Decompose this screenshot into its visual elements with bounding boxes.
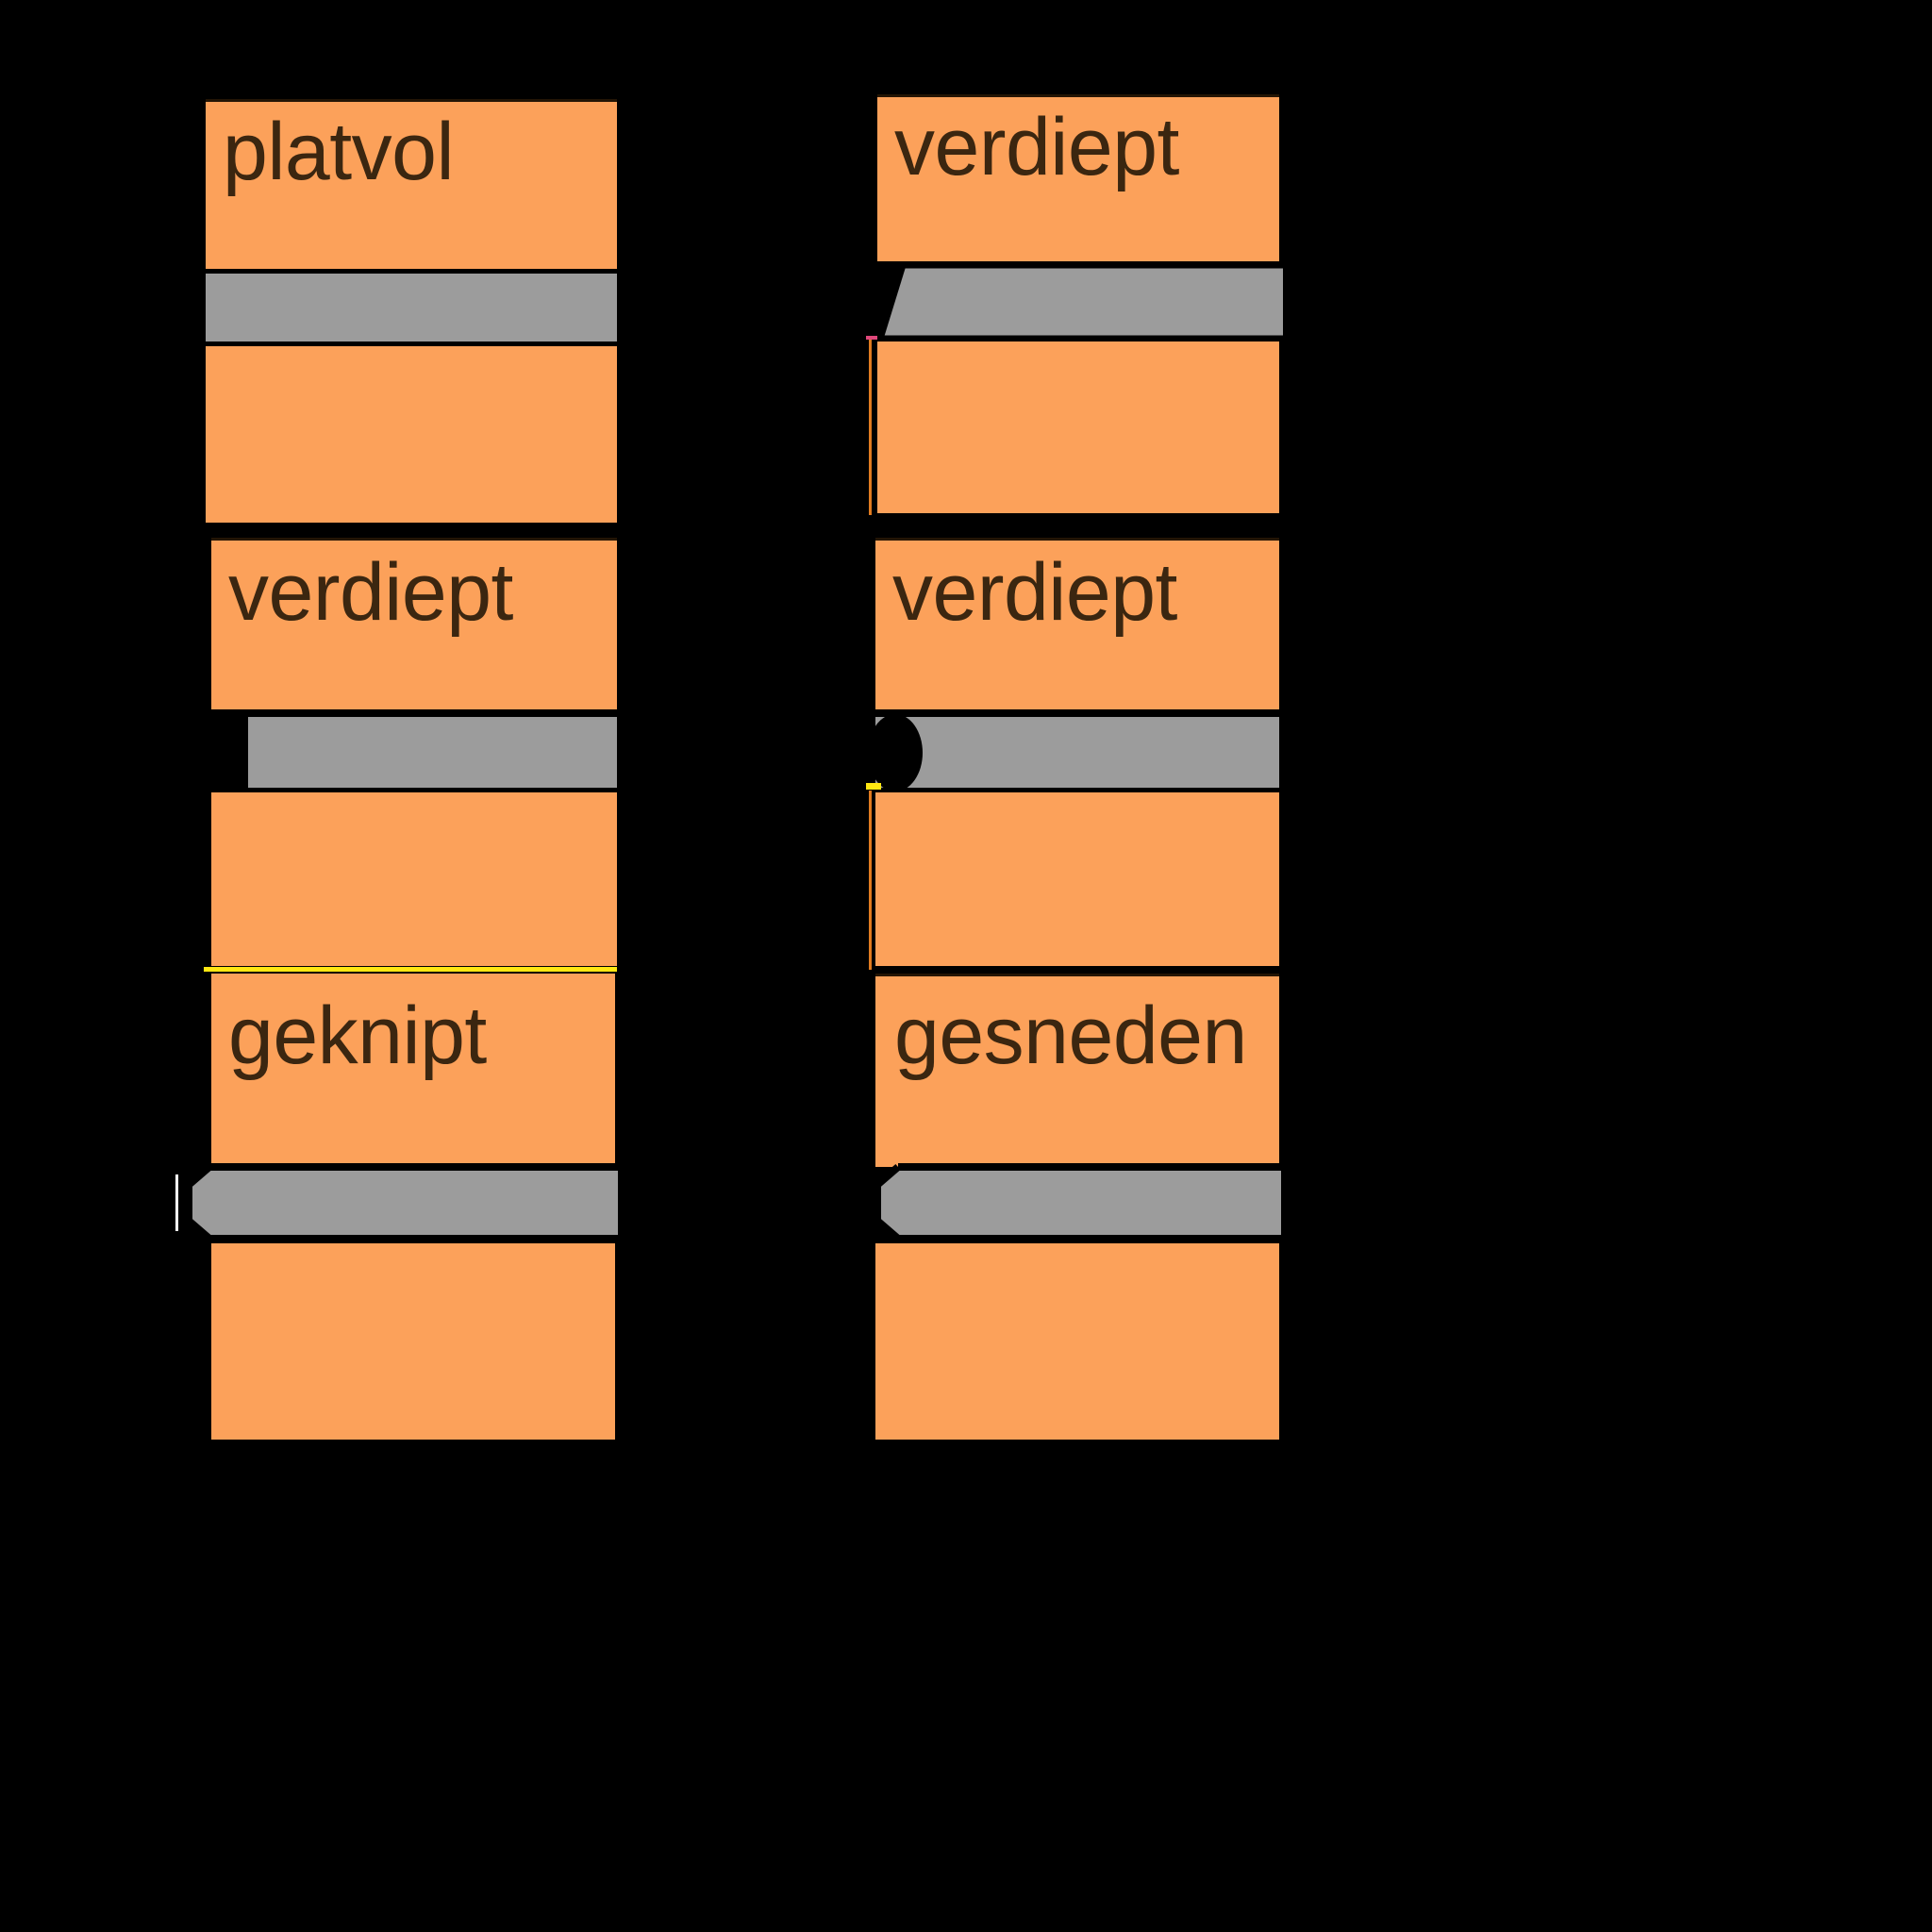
weld-bead-rectangle-round-notch xyxy=(875,712,1279,792)
yellow-reference-tick xyxy=(866,783,881,790)
reference-tick xyxy=(866,336,877,340)
plate-lower xyxy=(211,792,617,966)
weld-bead-hexagon-pointed-left xyxy=(185,1163,618,1242)
plate-lower xyxy=(875,1243,1279,1440)
plate-upper xyxy=(206,99,617,269)
plate-upper xyxy=(875,974,1279,1167)
round-notch-icon xyxy=(868,714,923,791)
yellow-divider-line xyxy=(204,967,617,972)
weld-bead-rectangle-flush xyxy=(206,269,617,346)
plate-lower xyxy=(875,792,1279,966)
plate-upper xyxy=(875,538,1279,709)
plate-lower xyxy=(877,341,1279,513)
construction-line-vertical xyxy=(869,338,872,515)
weld-bead-hexagon-chamfered-left xyxy=(874,1163,1281,1242)
plate-upper xyxy=(211,538,617,709)
weld-bead-trapezoid-slanted-left xyxy=(876,261,1283,342)
plate-lower xyxy=(211,1243,615,1440)
plate-upper xyxy=(877,94,1279,261)
plate-lower xyxy=(206,346,617,523)
plate-upper xyxy=(211,974,615,1167)
tip-marker-line xyxy=(175,1174,178,1231)
construction-line-vertical xyxy=(869,791,872,970)
weld-bead-rectangle-inset xyxy=(243,712,617,792)
